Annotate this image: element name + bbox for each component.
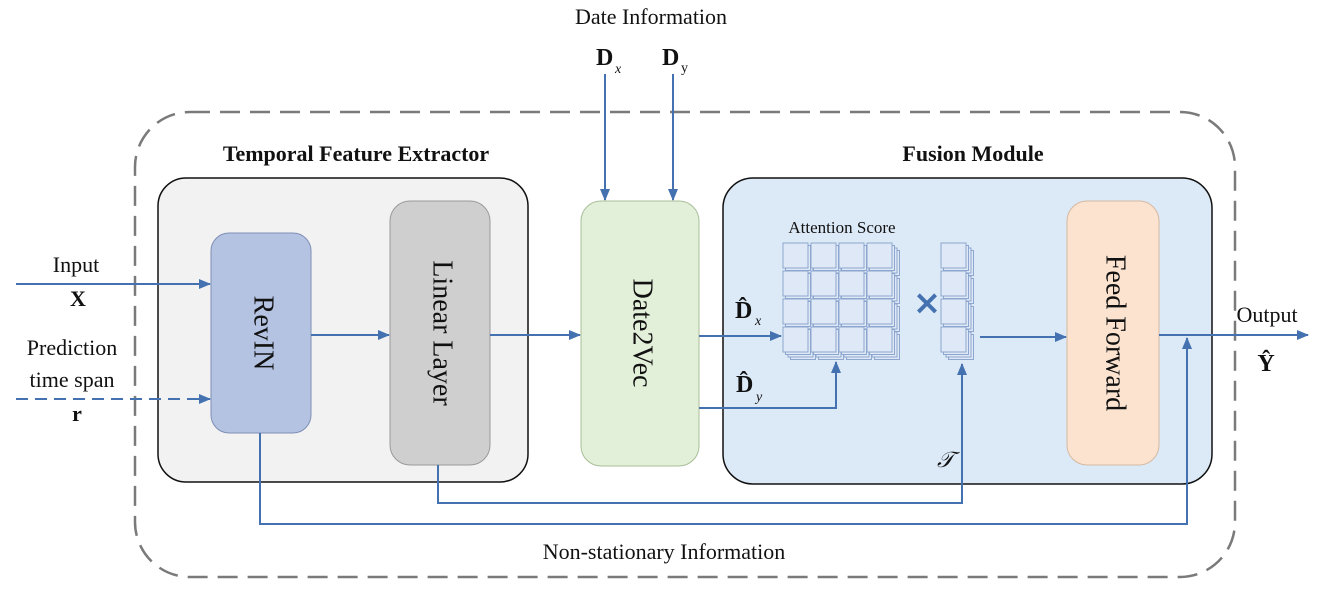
output-symbol: Ŷ bbox=[1257, 350, 1274, 377]
outer-dashed-boundary bbox=[133, 110, 1237, 579]
matrix-cell bbox=[782, 270, 809, 297]
arrow-revin-non-stationary bbox=[259, 337, 1192, 525]
linear-layer-label: Linear Layer bbox=[427, 260, 458, 406]
time-span-label: time span bbox=[30, 367, 115, 392]
matrix-cell bbox=[838, 298, 865, 325]
matrix-cell bbox=[940, 326, 967, 353]
non-stationary-information-label: Non-stationary Information bbox=[543, 539, 786, 564]
dhat-y-main: D̂ bbox=[736, 371, 753, 398]
matrix-cell bbox=[940, 242, 967, 269]
dhat-x-symbol: D̂ x bbox=[735, 297, 762, 329]
dy-main: D bbox=[662, 45, 679, 71]
revin-label: RevIN bbox=[248, 296, 279, 371]
feed-forward-block bbox=[1066, 200, 1160, 466]
dhat-y-symbol: D̂ y bbox=[736, 371, 763, 405]
dx-input-symbol: D x bbox=[596, 45, 622, 77]
matrix-cell bbox=[940, 270, 967, 297]
matrix-cell bbox=[940, 298, 967, 325]
dx-main: D bbox=[596, 45, 613, 71]
matrix-cell bbox=[810, 298, 837, 325]
matrix-cell bbox=[782, 242, 809, 269]
matrix-cell bbox=[838, 326, 865, 353]
temporal-feature-extractor-title: Temporal Feature Extractor bbox=[223, 141, 490, 166]
span-symbol: r bbox=[72, 401, 82, 426]
output-label: Output bbox=[1236, 302, 1297, 327]
date2vec-block bbox=[580, 200, 700, 467]
attention-score-label: Attention Score bbox=[788, 218, 895, 237]
feed-forward-label: Feed Forward bbox=[1100, 255, 1131, 411]
dy-input-symbol: D y bbox=[662, 45, 688, 76]
matrix-cell bbox=[838, 270, 865, 297]
matrix-cell bbox=[782, 326, 809, 353]
matrix-cell bbox=[782, 298, 809, 325]
date2vec-label: Date2Vec bbox=[627, 279, 658, 388]
prediction-label: Prediction bbox=[27, 335, 117, 360]
dx-sub: x bbox=[614, 62, 622, 77]
matrix-cell bbox=[866, 298, 893, 325]
matrix-cell bbox=[810, 242, 837, 269]
attention-score-matrix bbox=[782, 242, 900, 360]
matrix-cell bbox=[866, 270, 893, 297]
matrix-cell bbox=[866, 326, 893, 353]
arrow-dhat-y-to-attention bbox=[699, 361, 841, 409]
input-symbol: X bbox=[70, 286, 86, 311]
dhat-x-main: D̂ bbox=[735, 297, 752, 324]
matrix-cell bbox=[838, 242, 865, 269]
dy-sub: y bbox=[681, 61, 688, 76]
fusion-module-title: Fusion Module bbox=[902, 141, 1043, 166]
date-information-label: Date Information bbox=[575, 4, 727, 29]
matrix-cell bbox=[810, 270, 837, 297]
matrix-cell bbox=[866, 242, 893, 269]
matrix-cell bbox=[810, 326, 837, 353]
linear-layer-block bbox=[389, 200, 491, 466]
arrow-linear-to-value-vector bbox=[437, 363, 967, 504]
dhat-x-sub: x bbox=[754, 314, 762, 329]
input-label: Input bbox=[53, 252, 99, 277]
value-vector bbox=[940, 242, 974, 360]
multiply-symbol: × bbox=[913, 283, 942, 323]
dhat-y-sub: y bbox=[754, 390, 763, 405]
